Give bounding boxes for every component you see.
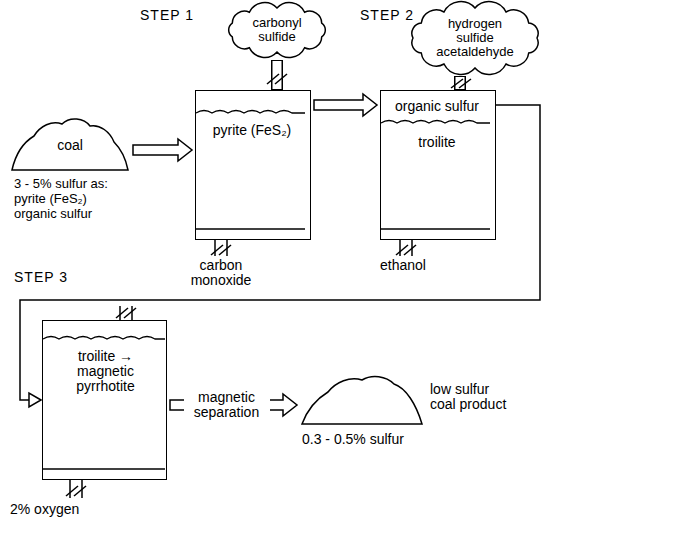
gas-cloud: hydrogen sulfide acetaldehyde	[405, 0, 545, 76]
inlet-pipe	[396, 240, 416, 256]
node-text: low sulfur coal product	[430, 382, 516, 412]
inlet-pipe	[66, 480, 86, 498]
grate-line	[43, 468, 165, 469]
node-text: organic sulfur	[381, 99, 493, 114]
inlet-label: ethanol	[380, 258, 426, 273]
product-pile: low sulfur coal product 0.3 - 0.5% sulfur	[300, 360, 540, 460]
grate-line	[381, 228, 490, 229]
node-text: pyrite (FeS₂)	[196, 123, 308, 138]
inlet-pipe	[211, 240, 231, 256]
inlet-label: carbon monoxide	[181, 258, 261, 288]
step-label: STEP 3	[14, 270, 68, 285]
inlet-label: 2% oxygen	[10, 502, 79, 517]
node-text: coal	[10, 138, 130, 153]
grate-line	[196, 228, 305, 229]
pipe-break-mark	[267, 74, 471, 88]
node-text: troilite	[381, 135, 493, 150]
arrow-head	[29, 393, 41, 407]
node-text: troilite → magnetic pyrrhotite	[53, 349, 158, 394]
cloud-outline	[412, 2, 538, 75]
pile-outline	[302, 377, 422, 424]
reactor-outline	[43, 321, 168, 481]
cloud-outline	[229, 3, 326, 58]
node-text: 3 - 5% sulfur as: pyrite (FeS₂) organic …	[14, 176, 126, 221]
reactor-outline	[196, 91, 308, 241]
node-text: carbonyl sulfide	[242, 16, 312, 44]
reactor-vessel: organic sulfur troilite	[380, 90, 496, 240]
node-text: 0.3 - 0.5% sulfur	[302, 432, 452, 447]
reactor-vessel: troilite → magnetic pyrrhotite	[42, 320, 167, 480]
outlet-pipe	[116, 306, 136, 320]
bed-surface	[43, 337, 165, 340]
gas-cloud: carbonyl sulfide	[222, 0, 332, 60]
reactor-vessel: pyrite (FeS₂)	[195, 90, 311, 240]
flow-arrow	[314, 94, 377, 116]
step-label: STEP 1	[140, 8, 194, 23]
coal-pile: coal 3 - 5% sulfur as: pyrite (FeS₂) orga…	[10, 112, 130, 224]
edge-label: magnetic separation	[184, 390, 270, 420]
step-label: STEP 2	[360, 8, 414, 23]
connector-group	[314, 94, 377, 116]
bed-surface	[381, 121, 490, 124]
node-text: hydrogen sulfide acetaldehyde	[430, 17, 520, 59]
flow-arrow	[133, 139, 192, 161]
connector-group	[133, 139, 192, 161]
bed-surface	[196, 111, 305, 114]
